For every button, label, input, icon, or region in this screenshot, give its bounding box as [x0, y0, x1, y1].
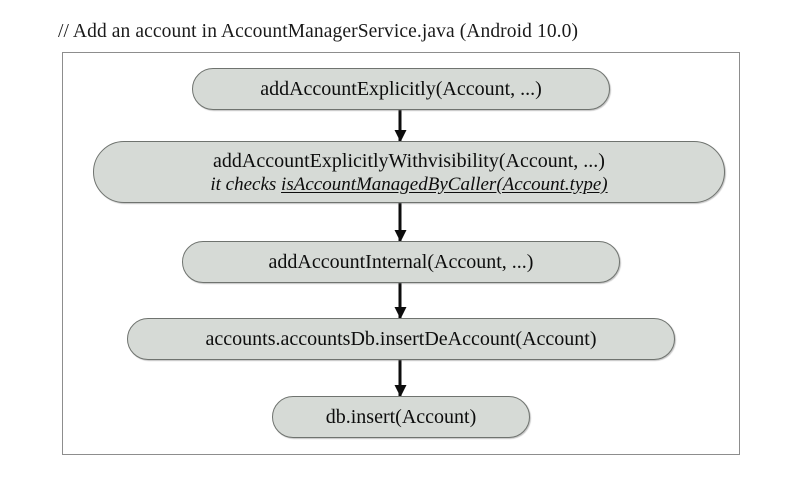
- flow-node-insert-de-account[interactable]: accounts.accountsDb.insertDeAccount(Acco…: [127, 318, 675, 360]
- flow-node-label-primary: addAccountExplicitlyWithvisibility(Accou…: [213, 149, 605, 172]
- flow-node-label-primary: db.insert(Account): [325, 406, 477, 428]
- flow-node-add-account-internal[interactable]: addAccountInternal(Account, ...): [182, 241, 620, 283]
- flow-node-label-secondary: it checks isAccountManagedByCaller(Accou…: [210, 173, 607, 196]
- flow-arrow-2: [398, 203, 402, 241]
- figure-caption: // Add an account in AccountManagerServi…: [58, 21, 579, 42]
- flow-node-add-account-explicitly-with-visibility[interactable]: addAccountExplicitlyWithvisibility(Accou…: [93, 141, 725, 203]
- flow-node-label-secondary-prefix: it checks: [210, 173, 282, 195]
- flow-node-label-primary: accounts.accountsDb.insertDeAccount(Acco…: [205, 328, 597, 350]
- flow-arrow-1: [398, 110, 402, 141]
- flow-node-label-primary: addAccountExplicitly(Account, ...): [260, 78, 542, 100]
- flow-node-add-account-explicitly[interactable]: addAccountExplicitly(Account, ...): [192, 68, 610, 110]
- flow-arrow-3: [398, 283, 402, 318]
- flow-node-db-insert[interactable]: db.insert(Account): [272, 396, 530, 438]
- flow-node-label-primary: addAccountInternal(Account, ...): [268, 251, 534, 273]
- flow-node-label-secondary-method: isAccountManagedByCaller(Account.type): [281, 173, 608, 195]
- flow-arrow-4: [398, 360, 402, 396]
